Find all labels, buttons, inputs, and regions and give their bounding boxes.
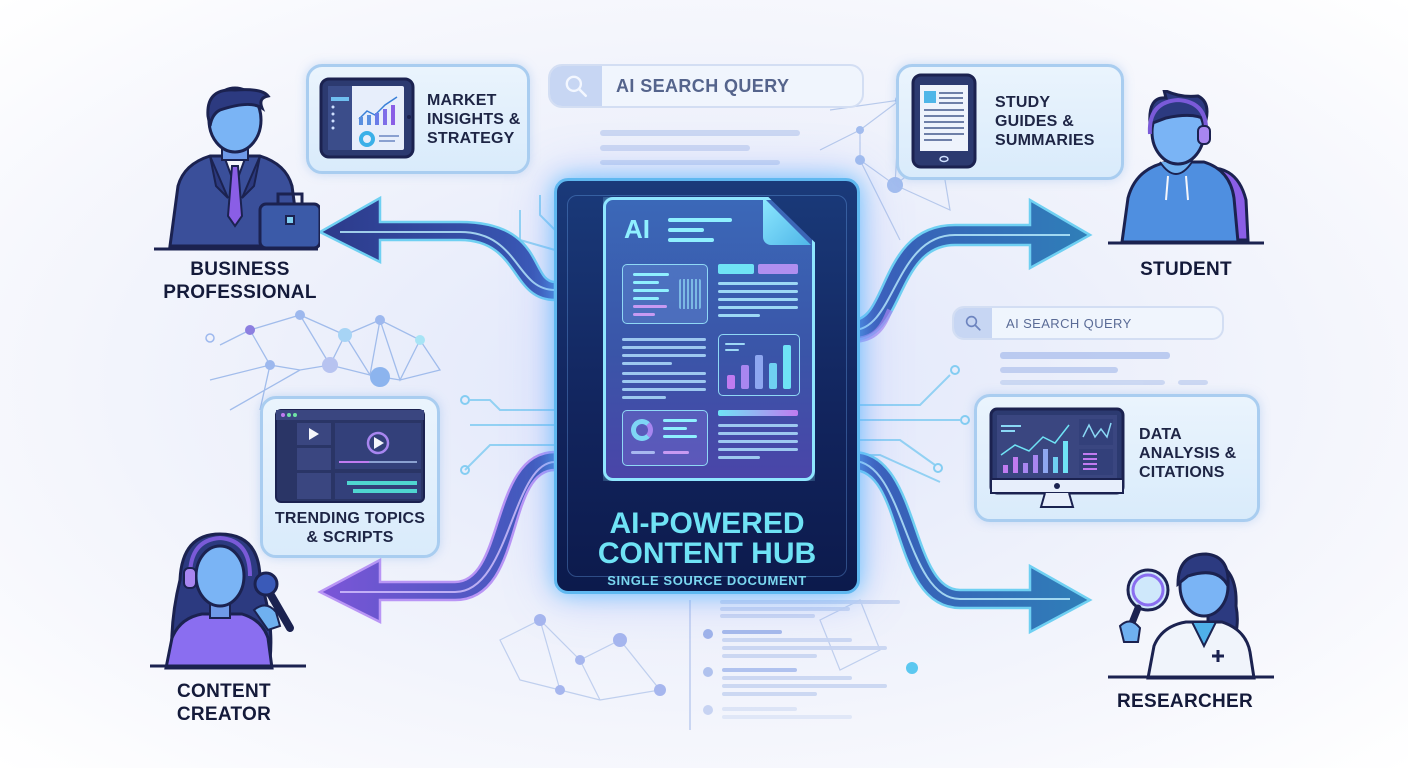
monitor-chart-icon bbox=[989, 407, 1125, 508]
bubble-trending-topics: TRENDING TOPICS& SCRIPTS bbox=[260, 396, 440, 558]
student-icon bbox=[1108, 90, 1264, 245]
content-hub-card: AI bbox=[554, 178, 860, 594]
video-editor-icon bbox=[275, 409, 425, 503]
hub-title-line2: CONTENT HUB bbox=[597, 537, 817, 570]
ai-document-icon: AI bbox=[603, 197, 815, 481]
bubble-text-trending-topics: TRENDING TOPICS& SCRIPTS bbox=[274, 510, 426, 546]
creator-with-microphone-icon bbox=[150, 532, 306, 670]
search-bar-right[interactable]: AI SEARCH QUERY bbox=[952, 306, 1224, 340]
search-query-text: AI SEARCH QUERY bbox=[1006, 315, 1132, 331]
search-bar-top[interactable]: AI SEARCH QUERY bbox=[548, 64, 864, 108]
businessman-icon bbox=[154, 86, 320, 251]
search-icon bbox=[550, 66, 602, 106]
tablet-dashboard-icon bbox=[319, 77, 415, 159]
search-icon bbox=[954, 308, 992, 338]
search-query-text: AI SEARCH QUERY bbox=[616, 75, 790, 96]
hub-title-line1: AI-POWERED bbox=[609, 507, 805, 540]
ereader-icon bbox=[911, 73, 977, 169]
doc-ai-badge: AI bbox=[624, 214, 650, 244]
arrow-to-content-creator bbox=[317, 450, 557, 625]
arrow-to-business-professional bbox=[317, 195, 557, 302]
researcher-with-magnifier-icon bbox=[1108, 552, 1274, 680]
donut-chart-icon bbox=[622, 410, 708, 466]
hub-subtitle: SINGLE SOURCE DOCUMENT bbox=[607, 573, 807, 588]
bar-chart-icon bbox=[718, 334, 800, 396]
persona-label-student: STUDENT bbox=[1140, 259, 1232, 280]
arrow-to-researcher bbox=[851, 450, 1093, 635]
persona-label-researcher: RESEARCHER bbox=[1116, 691, 1254, 712]
